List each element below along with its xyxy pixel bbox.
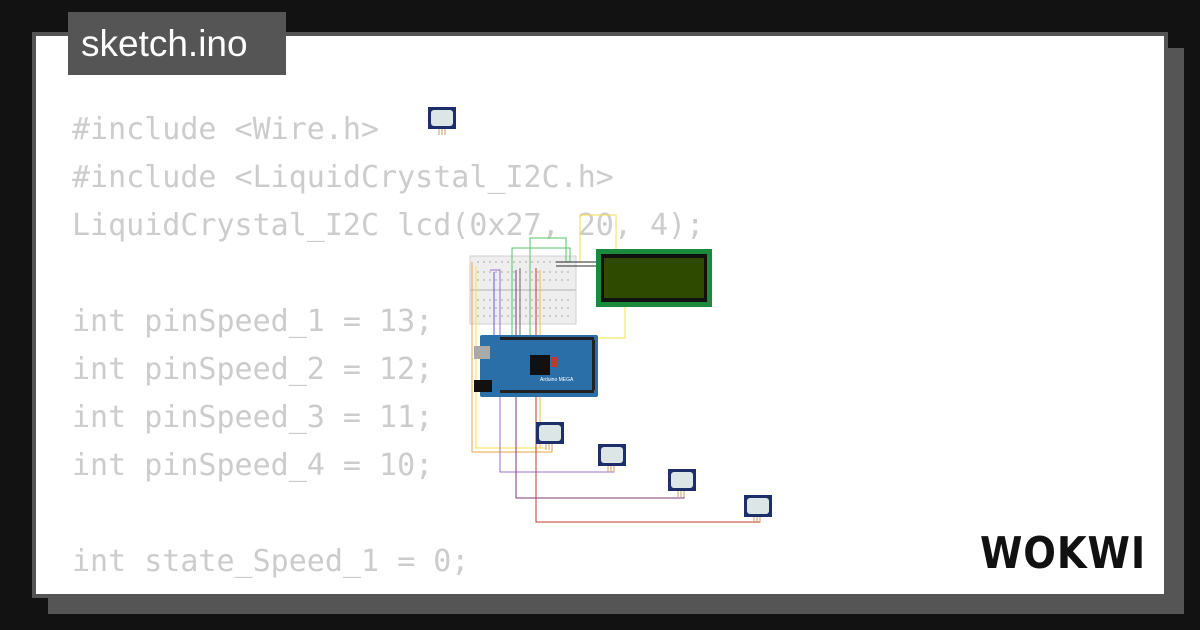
power-jack-icon bbox=[474, 380, 492, 392]
brand-wordmark: WOKWI bbox=[980, 528, 1146, 574]
pir-sensor-0[interactable] bbox=[428, 107, 456, 135]
board-label: Arduino MEGA bbox=[540, 377, 574, 383]
code-line: int pinSpeed_2 = 12; bbox=[72, 352, 434, 387]
code-line: #include <Wire.h> bbox=[72, 112, 380, 147]
code-line: #include <LiquidCrystal_I2C.h> bbox=[72, 160, 614, 195]
pir-sensor-1[interactable] bbox=[536, 422, 564, 450]
pir-sensor-4[interactable] bbox=[744, 495, 772, 523]
code-line: int pinSpeed_4 = 10; bbox=[72, 448, 434, 483]
code-view: #include <Wire.h> #include <LiquidCrystal… bbox=[72, 106, 705, 594]
file-name-tab: sketch.ino bbox=[68, 12, 286, 75]
wire-green-2 bbox=[529, 237, 567, 340]
preview-card: #include <Wire.h> #include <LiquidCrystal… bbox=[32, 32, 1168, 598]
usb-port-icon bbox=[474, 346, 490, 359]
code-line: int state_Speed_1 = 0; bbox=[72, 544, 470, 579]
lcd-display[interactable] bbox=[596, 249, 712, 307]
breadboard[interactable] bbox=[469, 255, 577, 325]
pir-sensor-2[interactable] bbox=[598, 444, 626, 472]
code-line: int pinSpeed_3 = 11; bbox=[72, 400, 434, 435]
wire-yellow-lcd bbox=[579, 214, 617, 262]
pir-sensor-3[interactable] bbox=[668, 469, 696, 497]
code-line: int pinSpeed_1 = 13; bbox=[72, 304, 434, 339]
wokwi-logo: WOKWI bbox=[980, 528, 1146, 574]
circuit-diagram: Arduino MEGA bbox=[428, 107, 772, 523]
chip-icon bbox=[530, 355, 550, 375]
code-line: LiquidCrystal_I2C lcd(0x27, 20, 4); bbox=[72, 208, 705, 243]
arduino-mega-board[interactable]: Arduino MEGA bbox=[474, 335, 598, 397]
code-line: int state_Speed_2 = 0; bbox=[72, 586, 704, 594]
